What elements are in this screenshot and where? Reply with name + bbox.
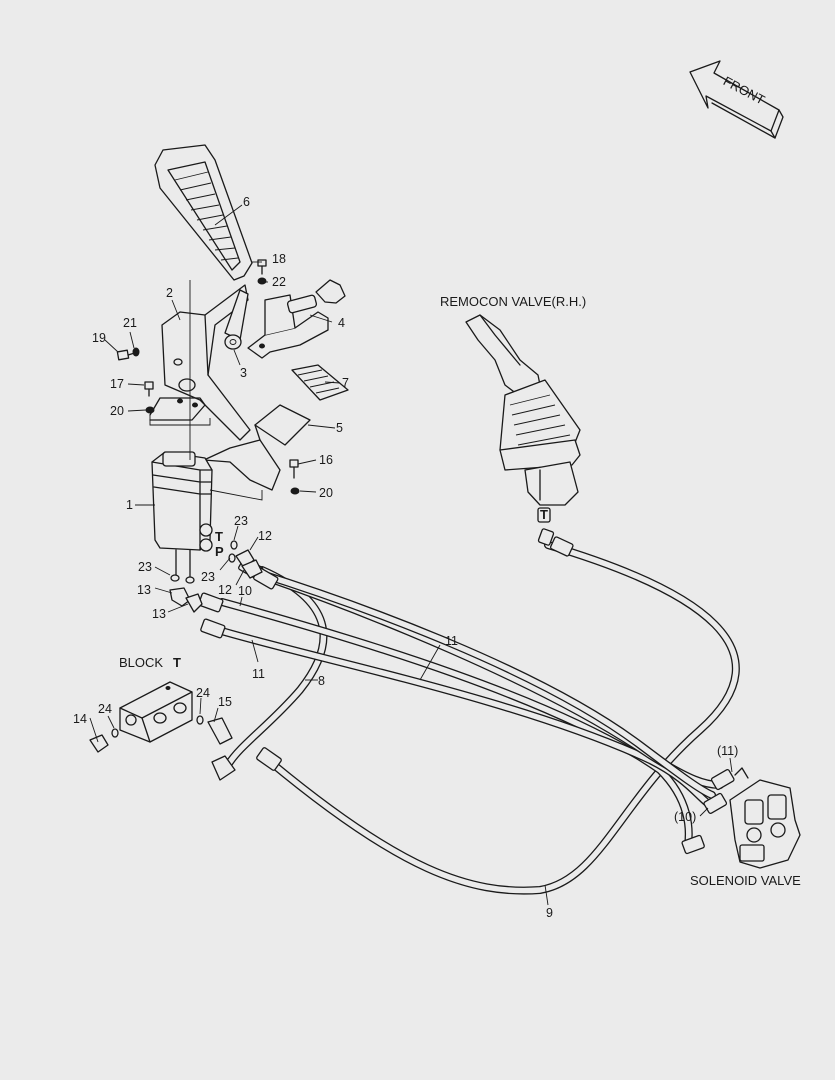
callout-11-paren: (11) xyxy=(717,744,738,758)
callout-7: 7 xyxy=(342,376,349,390)
callout-2: 2 xyxy=(166,286,173,300)
callout-10: 10 xyxy=(238,584,252,598)
leader-lines xyxy=(89,204,733,906)
callout-13-lower: 13 xyxy=(152,607,166,621)
callout-24-right: 24 xyxy=(196,686,210,700)
o-rings-23 xyxy=(170,540,238,584)
hose-8 xyxy=(224,566,328,769)
connector-15 xyxy=(196,715,236,781)
block-t xyxy=(119,681,193,743)
pedal-bracket-2 xyxy=(149,284,251,441)
callout-11-upper: 11 xyxy=(445,634,458,648)
port-p-label: P xyxy=(215,544,224,559)
callout-10-paren: (10) xyxy=(674,810,696,824)
block-port-label: T xyxy=(173,655,181,670)
washer-21-bolt-19 xyxy=(116,347,140,361)
pedal-7 xyxy=(291,364,349,401)
callout-15: 15 xyxy=(218,695,232,709)
callout-5: 5 xyxy=(336,421,343,435)
callout-6: 6 xyxy=(243,195,250,209)
callout-14: 14 xyxy=(73,712,87,726)
remocon-valve-label: REMOCON VALVE(R.H.) xyxy=(440,294,586,309)
callout-13-upper: 13 xyxy=(137,583,151,597)
callout-23-left: 23 xyxy=(138,560,152,574)
hose-9 xyxy=(264,541,740,895)
hose-10 xyxy=(218,598,693,849)
port-t-label: T xyxy=(215,529,223,544)
callout-20-right: 20 xyxy=(319,486,333,500)
callout-numbers: 1 2 3 4 5 6 7 8 9 10 11 11 12 12 13 13 1… xyxy=(73,195,738,920)
elbow-fittings-13 xyxy=(169,587,203,613)
callout-23-middle: 23 xyxy=(201,570,215,584)
callout-16: 16 xyxy=(319,453,333,467)
callout-18: 18 xyxy=(272,252,286,266)
fittings-12 xyxy=(235,549,263,579)
front-direction-arrow: FRONT xyxy=(689,60,784,139)
callout-4: 4 xyxy=(338,316,345,330)
pilot-valve-1 xyxy=(151,451,213,581)
remocon-valve-rh xyxy=(465,314,581,523)
callout-19: 19 xyxy=(92,331,106,345)
callout-20-left: 20 xyxy=(110,404,124,418)
callout-12-upper: 12 xyxy=(258,529,272,543)
callout-17: 17 xyxy=(110,377,124,391)
solenoid-valve-label: SOLENOID VALVE xyxy=(690,873,801,888)
link-3 xyxy=(224,289,249,350)
callout-24-left: 24 xyxy=(98,702,112,716)
callout-8: 8 xyxy=(318,674,325,688)
bolt-18 xyxy=(257,259,267,285)
callout-23-upper: 23 xyxy=(234,514,248,528)
callout-12-lower: 12 xyxy=(218,583,232,597)
callout-11-lower: 11 xyxy=(252,667,265,681)
hose-12-secondary xyxy=(251,568,716,799)
bolt-16-washer-20 xyxy=(289,459,300,495)
remocon-port-t-label: T xyxy=(540,507,548,522)
callout-21: 21 xyxy=(123,316,137,330)
pedal-6 xyxy=(154,144,253,281)
callout-22: 22 xyxy=(272,275,286,289)
callout-1: 1 xyxy=(126,498,133,512)
callout-9: 9 xyxy=(546,906,553,920)
solenoid-valve xyxy=(729,767,801,869)
bolt-17-washer-20 xyxy=(144,381,155,414)
block-label: BLOCK xyxy=(119,655,163,670)
bracket-5 xyxy=(203,404,311,491)
bracket-4 xyxy=(247,279,346,359)
hose-11-lower xyxy=(214,626,716,810)
connector-14 xyxy=(89,728,119,753)
callout-3: 3 xyxy=(240,366,247,380)
